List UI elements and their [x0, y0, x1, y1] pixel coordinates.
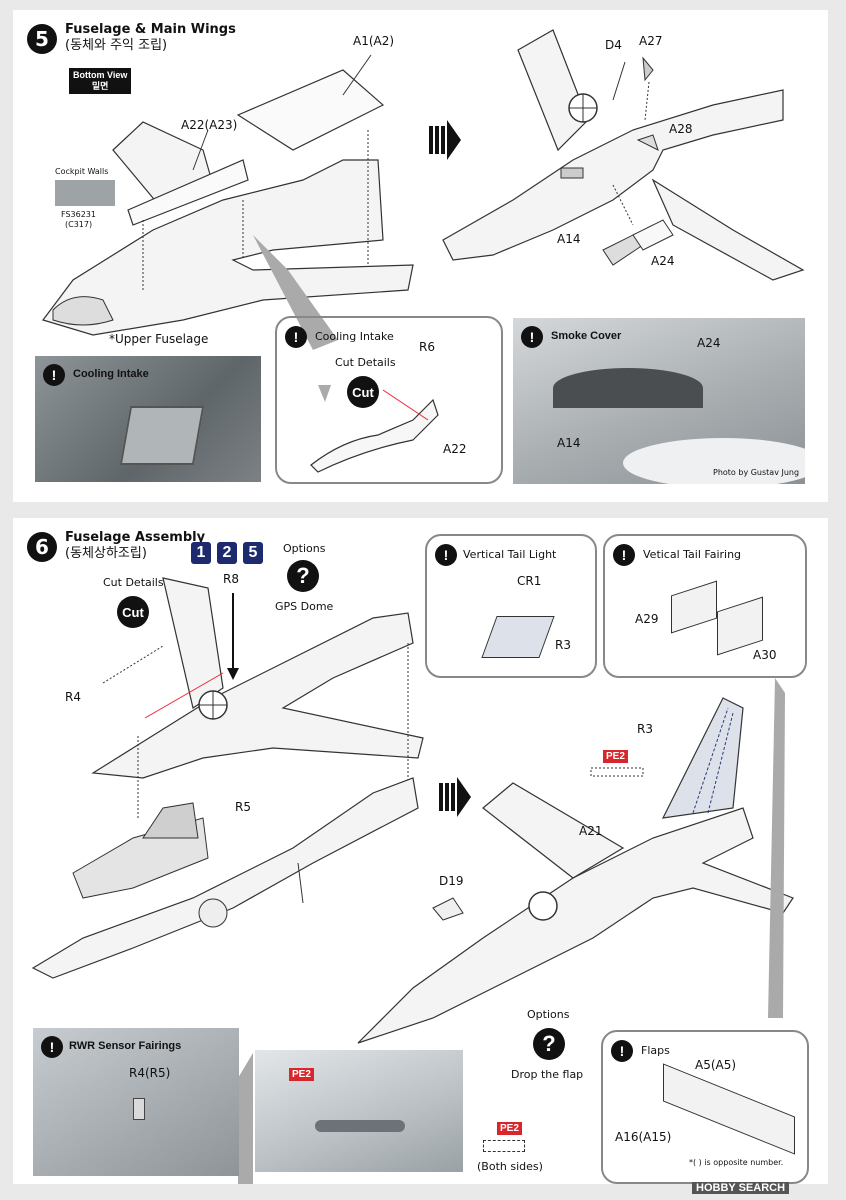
options-label: Options [283, 542, 326, 555]
step6-title-ko: (동체상하조립) [65, 546, 147, 561]
part-a16: A16(A15) [615, 1130, 672, 1144]
bottom-view-label: Bottom View [73, 70, 128, 80]
step5-title: Fuselage & Main Wings [65, 22, 236, 37]
wing-shape [623, 438, 805, 484]
step6-panel: 6 Fuselage Assembly (동체상하조립) 1 2 5 Optio… [13, 518, 828, 1184]
part-a24: A24 [651, 254, 675, 268]
step5-title-ko: (동체와 주익 조립) [65, 38, 168, 53]
a30-shape [717, 596, 763, 656]
flap-shape [663, 1063, 795, 1155]
cooling-photo-title: Cooling Intake [73, 368, 149, 380]
smoke-cover-shape [553, 368, 703, 408]
drop-question-icon: ? [533, 1028, 565, 1060]
pe2-photo-badge: PE2 [289, 1068, 314, 1081]
flaps-note: *( ) is opposite number. [689, 1158, 784, 1167]
gps-dome-label: GPS Dome [275, 600, 334, 613]
option-5-badge: 5 [243, 542, 263, 564]
upper-fuselage-label: *Upper Fuselage [109, 332, 209, 346]
tail-light-box: ! Vertical Tail Light CR1 R3 [425, 534, 597, 678]
part-cr1: CR1 [517, 574, 542, 588]
smoke-cover-photo: ! Smoke Cover A24 A14 Photo by Gustav Ju… [513, 318, 805, 484]
option-2-badge: 2 [217, 542, 237, 564]
color-code: FS36231 [61, 210, 96, 219]
cooling-photo-warning-icon: ! [43, 364, 65, 386]
step5-panel: 5 Fuselage & Main Wings (동체와 주익 조립) Bott… [13, 10, 828, 502]
intake-shape [119, 406, 205, 465]
cut-details-label: Cut Details [103, 576, 164, 589]
step6-title: Fuselage Assembly [65, 530, 206, 545]
tail-light-title: Vertical Tail Light [463, 548, 557, 561]
smoke-photo-warning-icon: ! [521, 326, 543, 348]
pe2-detail-shape [315, 1120, 405, 1132]
part-a30: A30 [753, 648, 777, 662]
part-a29: A29 [635, 612, 659, 626]
step5-drawing [42, 29, 805, 473]
rwr-sensor-shape [133, 1098, 145, 1120]
smoke-photo-a24: A24 [697, 336, 721, 350]
cooling-box-warning-icon: ! [285, 326, 307, 348]
drop-options-label: Options [527, 1008, 570, 1021]
rwr-photo: ! RWR Sensor Fairings R4(R5) [33, 1028, 239, 1176]
hobby-search-logo: HOBBY SEARCH [692, 1182, 790, 1194]
pe2-photo: PE2 [255, 1050, 463, 1172]
flaps-box: ! Flaps A5(A5) A16(A15) *( ) is opposite… [601, 1030, 809, 1184]
cooling-box-title: Cooling Intake [315, 330, 394, 343]
part-a22-box: A22 [443, 442, 467, 456]
a29-shape [671, 580, 717, 634]
part-a14: A14 [557, 232, 581, 246]
part-a1: A1(A2) [353, 34, 395, 48]
bottom-view-tag: Bottom View 밑면 [69, 68, 132, 94]
part-r5: R5 [235, 800, 251, 814]
part-a27: A27 [639, 34, 663, 48]
flaps-title: Flaps [641, 1044, 670, 1057]
bottom-view-label-ko: 밑면 [91, 81, 109, 91]
pe2-small-outline [483, 1140, 525, 1152]
photo-credit: Photo by Gustav Jung [713, 468, 800, 477]
step5-number: 5 [27, 24, 57, 54]
part-r3: R3 [637, 722, 653, 736]
drop-flap-label: Drop the flap [511, 1068, 584, 1081]
part-r4: R4 [65, 690, 81, 704]
part-d19: D19 [439, 874, 464, 888]
smoke-photo-a14: A14 [557, 436, 581, 450]
tail-fairing-warning-icon: ! [613, 544, 635, 566]
both-sides-label: (Both sides) [477, 1160, 543, 1173]
tail-light-r3: R3 [555, 638, 571, 652]
part-a21: A21 [579, 824, 603, 838]
part-a5: A5(A5) [695, 1058, 737, 1072]
option-1-badge: 1 [191, 542, 211, 564]
flaps-warning-icon: ! [611, 1040, 633, 1062]
cockpit-walls-label: Cockpit Walls [55, 167, 109, 176]
part-d4: D4 [605, 38, 622, 52]
tail-fairing-box: ! Vetical Tail Fairing A29 A30 [603, 534, 807, 678]
color-code-2: (C317) [65, 220, 93, 229]
step6-number: 6 [27, 532, 57, 562]
tail-light-shape [481, 616, 555, 658]
question-icon: ? [287, 560, 319, 592]
cooling-intake-photo: ! Cooling Intake [35, 356, 261, 482]
part-a22: A22(A23) [181, 118, 238, 132]
tail-light-warning-icon: ! [435, 544, 457, 566]
step6-drawing [31, 577, 794, 1184]
rwr-title: RWR Sensor Fairings [69, 1040, 182, 1052]
rwr-r4: R4(R5) [129, 1066, 171, 1080]
pe2-badge: PE2 [603, 750, 628, 763]
part-r8: R8 [223, 572, 239, 586]
rwr-warning-icon: ! [41, 1036, 63, 1058]
tail-fairing-title: Vetical Tail Fairing [643, 548, 742, 561]
cut-icon-6: Cut [117, 596, 149, 628]
part-r6: R6 [419, 340, 435, 354]
cut-icon: Cut [347, 376, 379, 408]
part-a28: A28 [669, 122, 693, 136]
color-swatch [55, 180, 115, 206]
cooling-box-cut-details: Cut Details [335, 356, 396, 369]
pe2-small-badge: PE2 [497, 1122, 522, 1135]
cooling-intake-box: ! Cooling Intake Cut Details Cut R6 A22 [275, 316, 503, 484]
smoke-photo-title: Smoke Cover [551, 330, 622, 342]
